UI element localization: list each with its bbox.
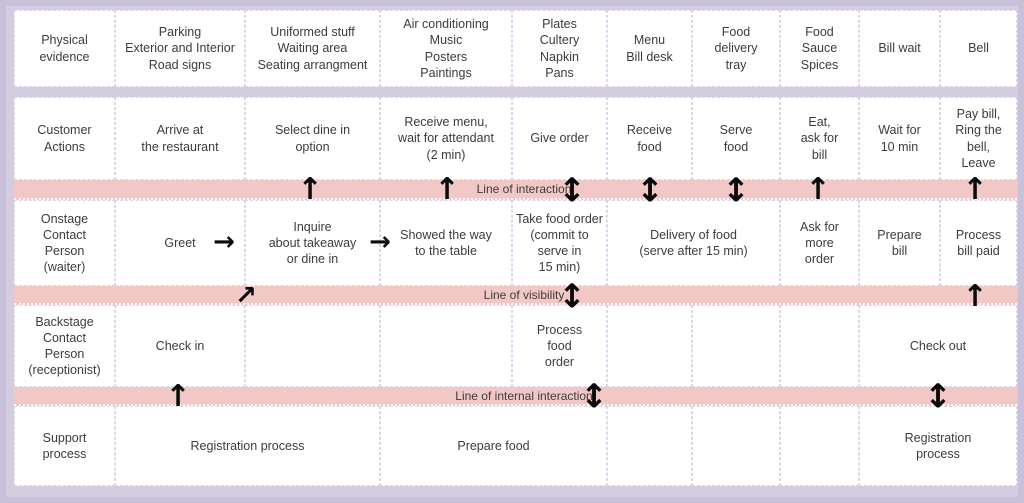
cell-customer-action: Eat, ask for bill [780,97,859,180]
cell-backstage-action: Process food order [512,305,607,387]
cell-physical-evidence: Bell [940,10,1017,87]
cell-physical-evidence: Bill wait [859,10,940,87]
row-label-support-process: Support process [14,406,115,486]
empty-cell [780,305,859,387]
cell-onstage-action: Greet [115,200,245,286]
cell-customer-action: Arrive at the restaurant [115,97,245,180]
line-of-visibility-label: Line of visibility [483,287,565,302]
empty-cell [607,406,692,486]
cell-physical-evidence: Plates Cultery Napkin Pans [512,10,607,87]
cell-customer-action: Select dine in option [245,97,380,180]
cell-physical-evidence: Uniformed stuff Waiting area Seating arr… [245,10,380,87]
row-label-physical-evidence: Physical evidence [14,10,115,87]
cell-customer-action: Give order [512,97,607,180]
cell-support-process: Registration process [115,406,380,486]
empty-cell [692,406,780,486]
cell-onstage-action: Take food order (commit to serve in 15 m… [512,200,607,286]
cell-onstage-action: Inquire about takeaway or dine in [245,200,380,286]
cell-support-process: Prepare food [380,406,607,486]
cell-onstage-action: Prepare bill [859,200,940,286]
cell-onstage-action: Delivery of food (serve after 15 min) [607,200,780,286]
line-of-interaction-label: Line of interaction [476,182,572,196]
cell-physical-evidence: Parking Exterior and Interior Road signs [115,10,245,87]
line-of-internal-interaction-band: Line of internal interaction [14,387,1017,406]
cell-backstage-action: Check out [859,305,1017,387]
cell-customer-action: Receive food [607,97,692,180]
cell-customer-action: Serve food [692,97,780,180]
empty-cell [607,305,692,387]
cell-physical-evidence: Food delivery tray [692,10,780,87]
cell-onstage-action: Showed the way to the table [380,200,512,286]
cell-physical-evidence: Menu Bill desk [607,10,692,87]
row-label-customer-actions: Customer Actions [14,97,115,180]
line-of-internal-interaction-label: Line of internal interaction [455,388,593,403]
line-of-interaction-band: Line of interaction [14,180,1017,200]
cell-onstage-action: Ask for more order [780,200,859,286]
cell-customer-action: Receive menu, wait for attendant (2 min) [380,97,512,180]
empty-cell [380,305,512,387]
cell-physical-evidence: Food Sauce Spices [780,10,859,87]
cell-customer-action: Pay bill, Ring the bell, Leave [940,97,1017,180]
empty-cell [245,305,380,387]
line-of-visibility-band: Line of visibility [14,286,1017,305]
cell-physical-evidence: Air conditioning Music Posters Paintings [380,10,512,87]
row-label-onstage-contact: Onstage Contact Person (waiter) [14,200,115,286]
cell-support-process: Registration process [859,406,1017,486]
cell-customer-action: Wait for 10 min [859,97,940,180]
empty-cell [692,305,780,387]
empty-cell [780,406,859,486]
cell-backstage-action: Check in [115,305,245,387]
cell-onstage-action: Process bill paid [940,200,1017,286]
row-label-backstage-contact: Backstage Contact Person (receptionist) [14,305,115,387]
